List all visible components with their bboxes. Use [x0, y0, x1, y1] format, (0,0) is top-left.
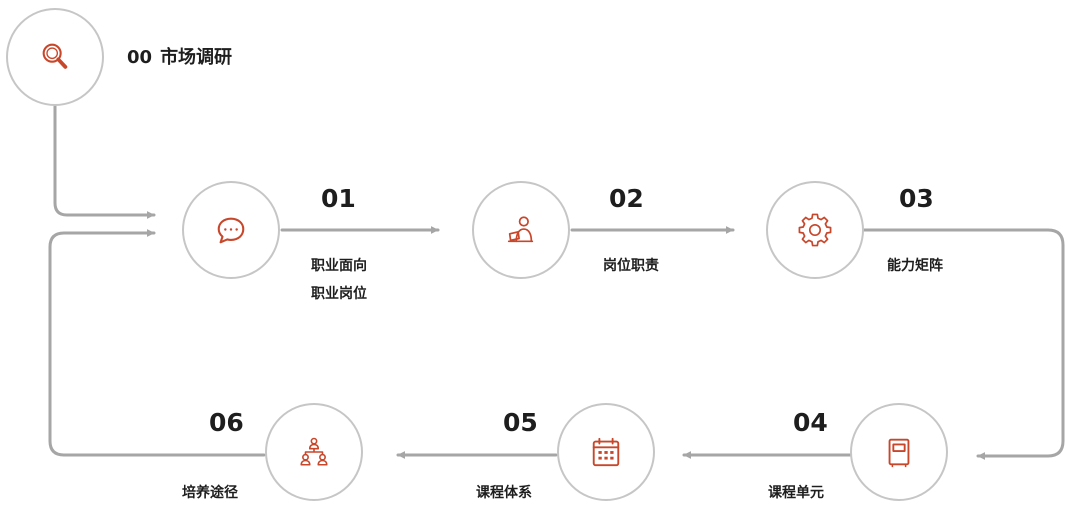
step-02-label: 岗位职责: [603, 252, 659, 280]
step-06-number: 06: [209, 408, 244, 437]
arrow-03-to-04: [862, 228, 1065, 460]
step-06-node: [265, 403, 363, 501]
step-05-node: [557, 403, 655, 501]
step-01-node: [182, 181, 280, 279]
step-02-number: 02: [609, 184, 644, 213]
step-01-label-line-2: 职业岗位: [311, 286, 367, 302]
step-04-number: 04: [793, 408, 828, 437]
step-03-number: 03: [899, 184, 934, 213]
step-03-label: 能力矩阵: [887, 252, 943, 280]
calendar-icon: [592, 437, 620, 467]
step-05-label-line-1: 课程体系: [476, 485, 532, 501]
org-hierarchy-icon: [300, 437, 328, 466]
step-01-label: 职业面向 职业岗位: [311, 252, 367, 308]
step-00-node: [6, 8, 104, 106]
step-04-node: [850, 403, 948, 501]
gear-icon: [798, 213, 832, 247]
step-05-label: 课程体系: [476, 479, 532, 507]
step-03-node: [766, 181, 864, 279]
step-06-label: 培养途径: [182, 479, 238, 507]
step-03-label-line-1: 能力矩阵: [887, 258, 943, 274]
notebook-icon: [888, 438, 910, 468]
arrow-00-to-01: [53, 101, 156, 219]
step-04-label: 课程单元: [768, 479, 824, 507]
step-00-title: 00 市场调研: [127, 43, 232, 69]
step-02-node: [472, 181, 570, 279]
person-at-desk-icon: [507, 216, 534, 243]
magnifier-icon: [42, 43, 68, 69]
step-06-label-line-1: 培养途径: [182, 485, 238, 501]
chat-bubble-icon: [217, 217, 245, 244]
step-00-label: 市场调研: [160, 47, 233, 68]
arrow-06-to-01: [48, 229, 266, 457]
step-01-number: 01: [321, 184, 356, 213]
step-02-label-line-1: 岗位职责: [603, 258, 659, 274]
step-04-label-line-1: 课程单元: [768, 485, 824, 501]
step-00-number: 00: [127, 47, 153, 68]
step-01-label-line-1: 职业面向: [311, 258, 367, 274]
step-05-number: 05: [503, 408, 538, 437]
